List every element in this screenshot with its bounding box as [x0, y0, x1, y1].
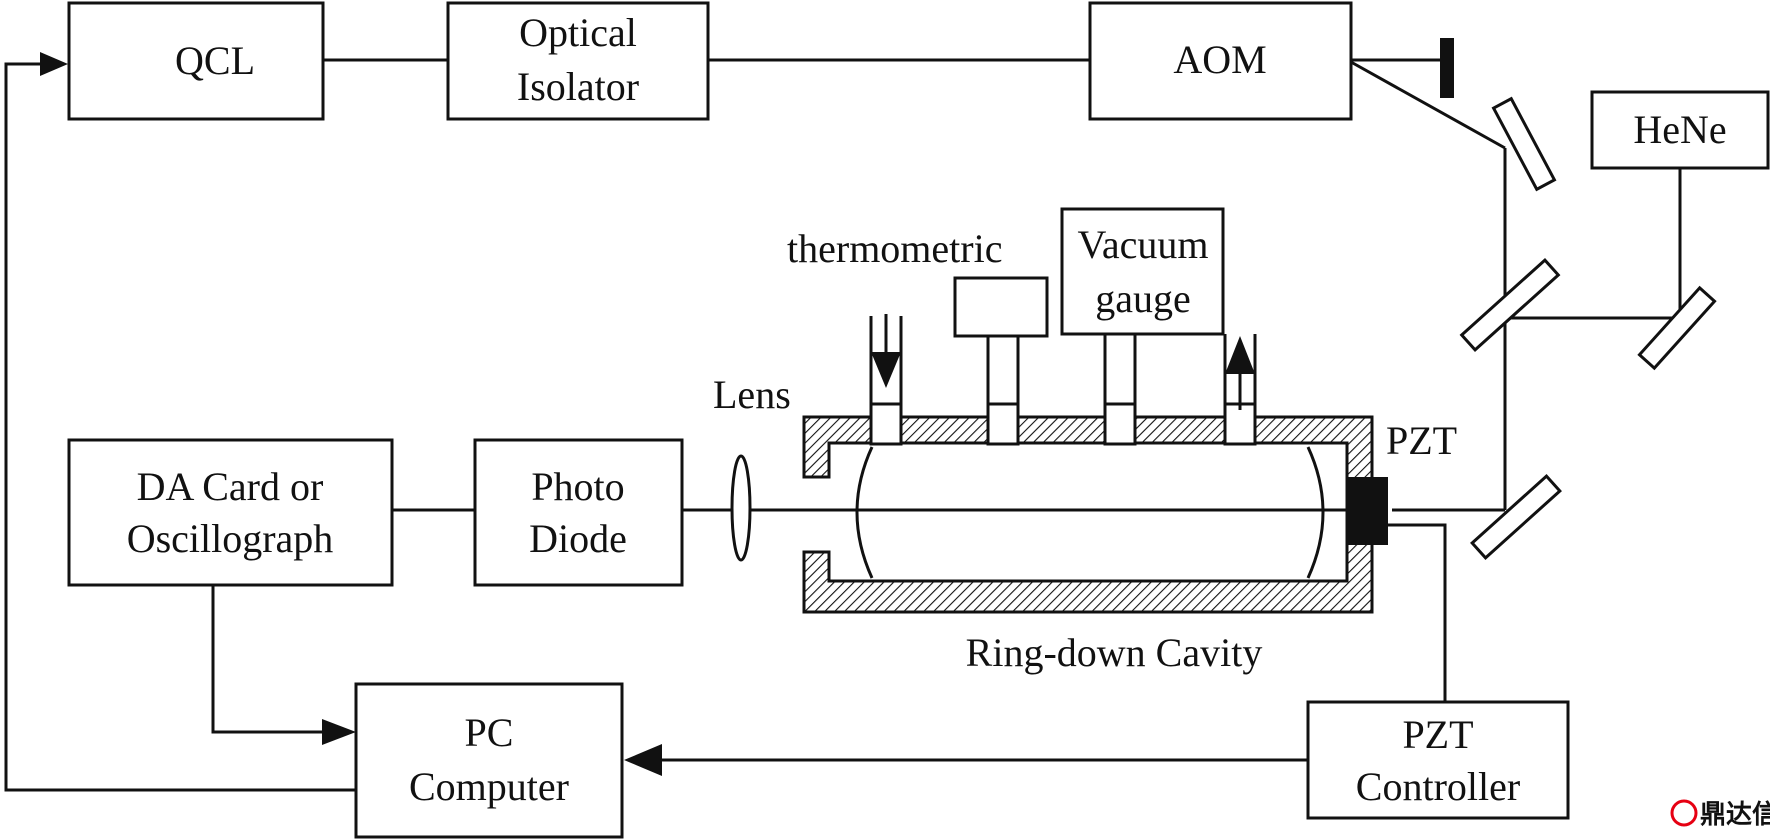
- pc-computer-box: PC Computer: [354, 682, 624, 839]
- lens-label: Lens: [713, 372, 791, 417]
- gas-outlet-port: [1223, 402, 1257, 446]
- lens: [730, 454, 752, 562]
- da-card-line-2: Oscillograph: [127, 516, 334, 561]
- thermometric-probe: [869, 314, 903, 404]
- pzt-controller-box: PZT Controller: [1306, 700, 1570, 820]
- connection-lines: [4, 52, 1682, 792]
- vacuum-gauge-line-1: Vacuum: [1077, 222, 1208, 267]
- hene-box: HeNe: [1590, 90, 1770, 170]
- gas-inlet-arrow: [871, 352, 901, 388]
- qcl-box: QCL: [67, 1, 325, 121]
- vacuum-port: [1103, 402, 1137, 446]
- vacuum-gauge-line-2: gauge: [1095, 276, 1191, 321]
- cavity-wall-hatched: [802, 415, 1374, 614]
- cavity-mirror-right: [1306, 446, 1325, 579]
- pressure-port: [986, 402, 1020, 446]
- qcl-label: QCL: [175, 38, 255, 83]
- da-card-box: DA Card or Oscillograph: [67, 438, 394, 587]
- pzt-controller-line-1: PZT: [1402, 712, 1473, 757]
- mirror-hene: [1637, 285, 1717, 371]
- ring-down-cavity: [802, 402, 1388, 614]
- pzt-label: PZT: [1386, 418, 1457, 463]
- beam-aom-first-order: [1350, 60, 1506, 150]
- aom-box: AOM: [1088, 1, 1353, 121]
- arrowhead-pzt-pc: [624, 744, 662, 776]
- gas-outlet-arrow: [1225, 336, 1255, 374]
- cavity-label: Ring-down Cavity: [966, 630, 1263, 675]
- arrowhead-dacard-pc: [322, 719, 356, 745]
- arrowhead-pc-qcl: [40, 52, 68, 76]
- link-pzt-controller: [1388, 523, 1447, 702]
- photo-diode-line-2: Diode: [529, 516, 627, 561]
- mirror-top-aom: [1491, 96, 1557, 192]
- mirror-middle-combiner: [1459, 257, 1561, 353]
- pzt-element: [1348, 477, 1388, 545]
- aom-label: AOM: [1173, 37, 1266, 82]
- link-dacard-pc: [211, 585, 340, 734]
- gas-outlet-pipe: [1223, 334, 1257, 410]
- pc-computer-line-1: PC: [465, 710, 514, 755]
- link-pc-qcl: [4, 62, 356, 792]
- pzt-controller-line-2: Controller: [1356, 764, 1520, 809]
- beam-block: [1440, 38, 1454, 98]
- cavity-mirror-left: [855, 446, 874, 579]
- optical-isolator-line-1: Optical: [519, 10, 637, 55]
- optical-isolator-box: Optical Isolator: [446, 1, 710, 121]
- thermometric-port: [869, 402, 903, 446]
- pc-computer-line-2: Computer: [409, 764, 569, 809]
- optical-isolator-line-2: Isolator: [517, 64, 639, 109]
- watermark-text: 鼎达信: [1700, 800, 1770, 829]
- hene-label: HeNe: [1633, 107, 1726, 152]
- mirror-bottom-cavity: [1470, 473, 1562, 561]
- thermometric-label: thermometric: [787, 226, 1002, 271]
- watermark-logo: 鼎达信: [1670, 799, 1770, 829]
- da-card-line-1: DA Card or: [137, 464, 324, 509]
- vacuum-gauge: Vacuum gauge: [1060, 207, 1225, 406]
- photo-diode-line-1: Photo: [531, 464, 624, 509]
- pressure-gauge: [953, 276, 1049, 406]
- photo-diode-box: Photo Diode: [473, 438, 684, 587]
